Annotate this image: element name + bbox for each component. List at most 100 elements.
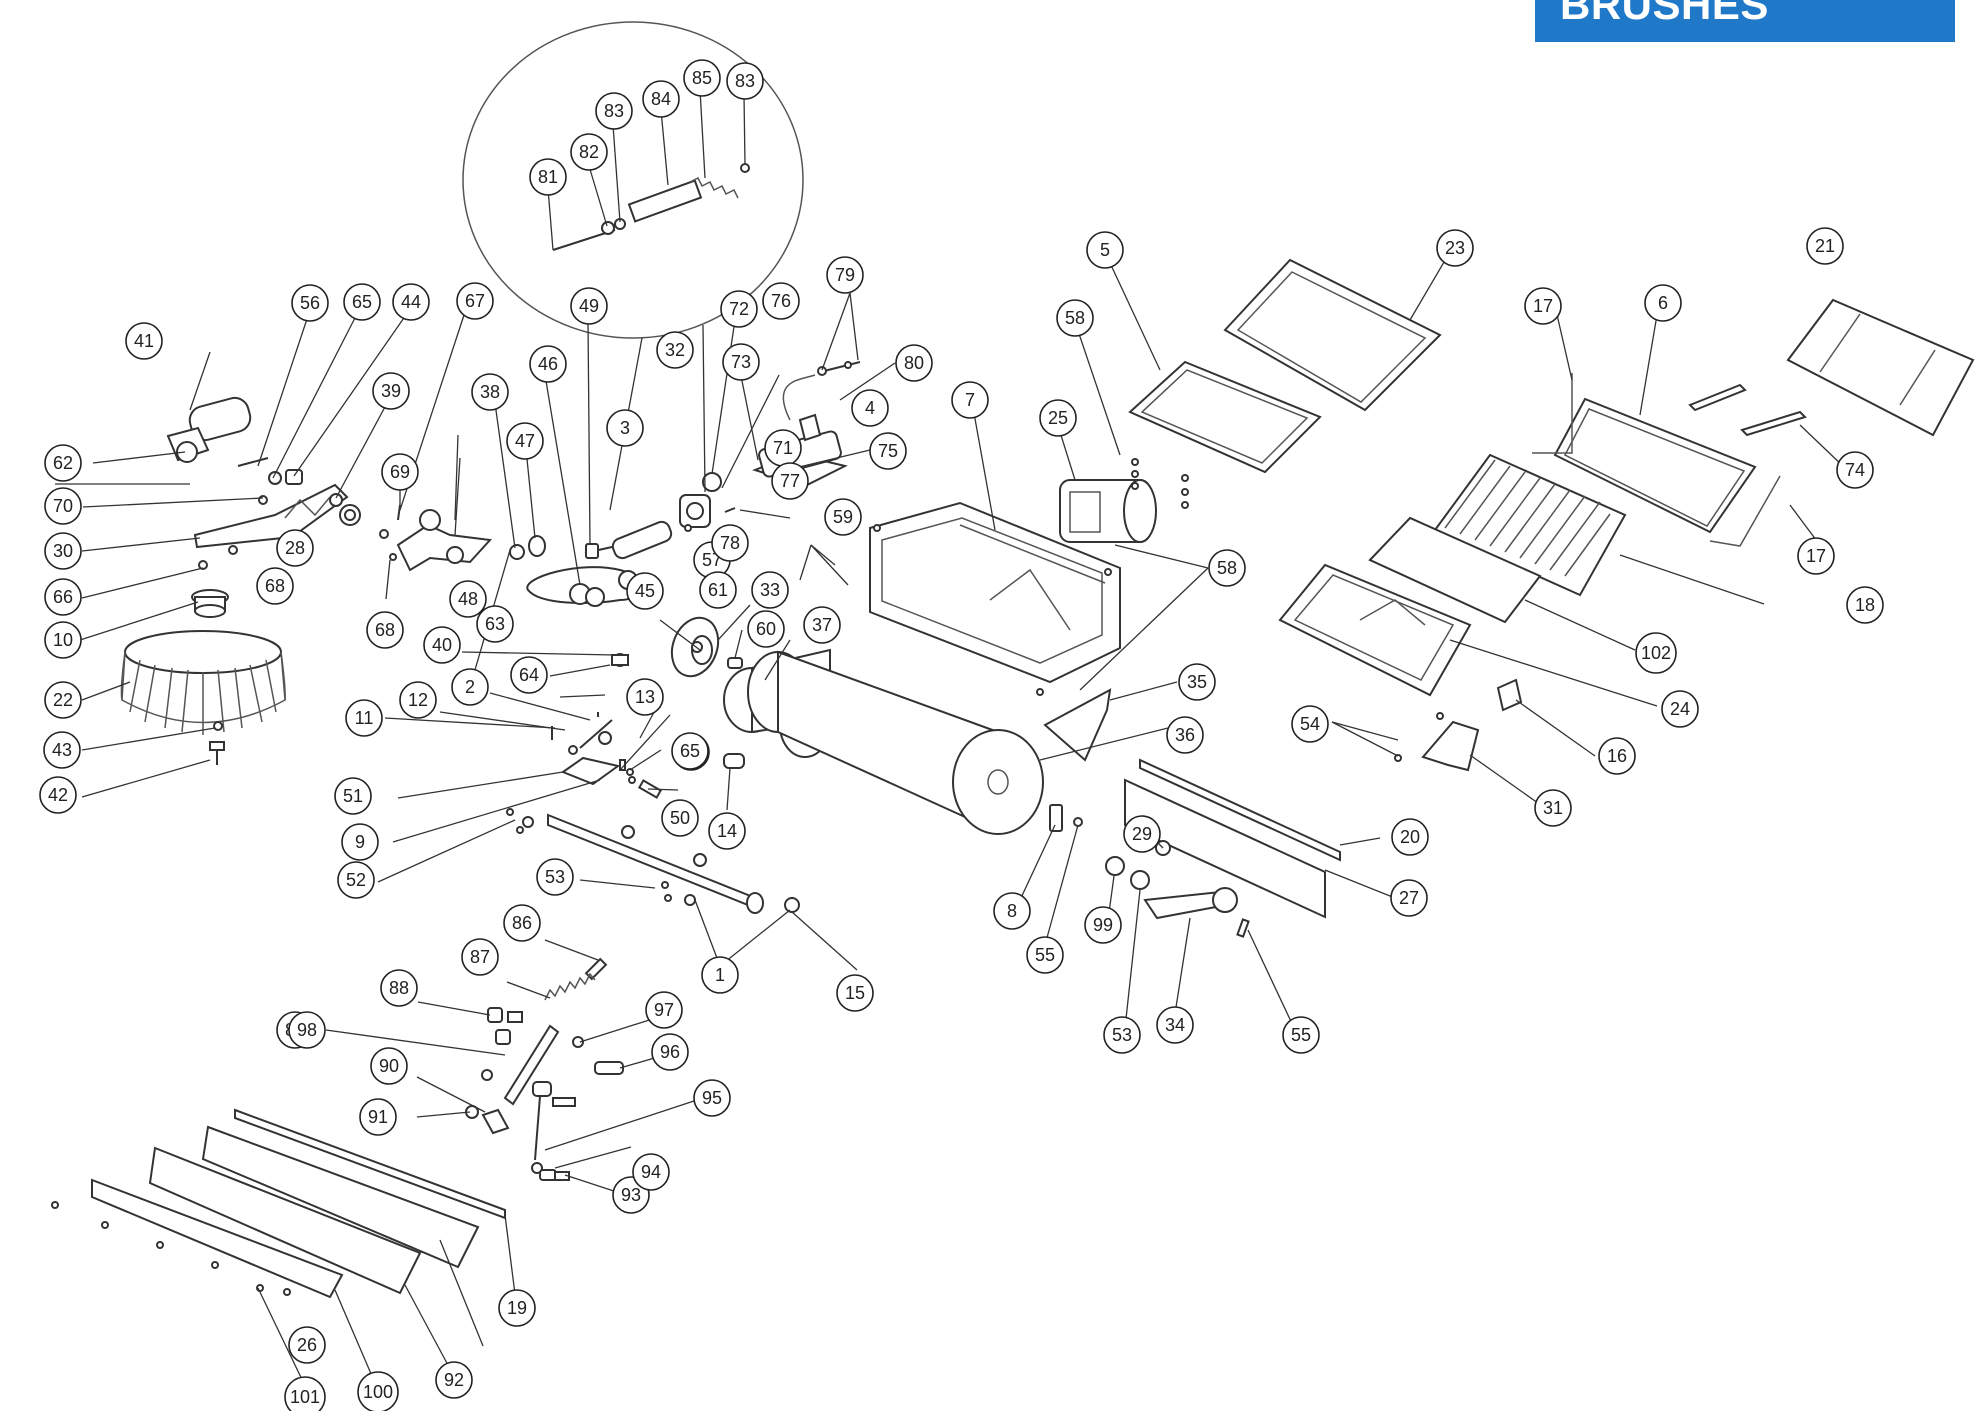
mounting-bracket-small [1496,678,1523,712]
callout-label: 60 [756,619,776,639]
callout-label: 55 [1035,945,1055,965]
callout-label: 73 [731,352,751,372]
callout-circle [341,823,379,861]
callout-circle [645,991,683,1029]
callout-circle [771,462,809,500]
callout-label: 39 [381,381,401,401]
tension-spring [544,972,596,1001]
callout-label: 13 [635,687,655,707]
callout-circle [701,956,739,994]
callout-label: 84 [651,89,671,109]
blade-strip-27 [201,1125,480,1269]
callout-label: 30 [53,541,73,561]
callout-circle [381,453,419,491]
filter-tray [1278,563,1472,697]
callout-label: 65 [680,741,700,761]
callout-46: 46 [529,345,567,383]
main-brush-housing [869,501,1121,684]
callout-label: 72 [729,299,749,319]
callout-83: 83 [726,62,764,100]
callout-label: 76 [771,291,791,311]
brush-lift-shaft [547,813,764,914]
callout-28: 28 [276,529,314,567]
callout-circle [1797,537,1835,575]
callout-circle [726,62,764,100]
callout-17: 17 [1797,537,1835,575]
callout-77: 77 [771,462,809,500]
callout-label: 22 [53,690,73,710]
callout-circle [951,381,989,419]
callout-circle [1282,1016,1320,1054]
filter-cover-panel [1786,298,1975,437]
callout-25: 25 [1039,399,1077,437]
callout-94: 94 [632,1153,670,1191]
callout-39: 39 [372,372,410,410]
callout-circle [606,409,644,447]
callout-label: 58 [1065,308,1085,328]
callout-circle [337,861,375,899]
callout-label: 49 [579,296,599,316]
callout-label: 67 [465,291,485,311]
callout-17: 17 [1524,287,1562,325]
callout-circle [747,610,785,648]
callout-circle [632,1153,670,1191]
callout-38: 38 [471,373,509,411]
callout-circle [451,668,489,706]
callout-circle [1390,879,1428,917]
callout-99: 99 [1084,906,1122,944]
callout-circle [291,284,329,322]
callout-circle [651,1033,689,1071]
callout-circle [1084,906,1122,944]
callout-6: 6 [1644,284,1682,322]
callout-49: 49 [570,287,608,325]
callout-31: 31 [1534,789,1572,827]
callout-12: 12 [399,681,437,719]
callout-2: 2 [451,668,489,706]
callout-label: 66 [53,587,73,607]
callout-98: 98 [288,1011,326,1049]
callout-label: 8 [1007,901,1017,921]
blade-strip-91 [148,1146,422,1295]
callout-47: 47 [506,422,544,460]
callout-40: 40 [423,626,461,664]
callout-circle [506,422,544,460]
callout-44: 44 [392,283,430,321]
callout-circle [1661,690,1699,728]
hinge-bracket-left [1532,373,1573,454]
callout-51: 51 [334,777,372,815]
callout-35: 35 [1178,663,1216,701]
brush-pivot-bracket [396,509,493,572]
callout-label: 85 [692,68,712,88]
callout-circle [720,290,758,328]
callout-label: 58 [1217,558,1237,578]
callout-circle [1039,399,1077,437]
callout-circle [1524,287,1562,325]
callout-circle [1534,789,1572,827]
leader-lines [55,89,1846,1391]
callout-27: 27 [1390,879,1428,917]
callout-circle [1846,586,1884,624]
lift-linkage [560,756,621,786]
callout-label: 81 [538,167,558,187]
callout-circle [1291,705,1329,743]
callout-label: 82 [579,142,599,162]
callout-9: 9 [341,823,379,861]
callout-55: 55 [1026,936,1064,974]
callout-circle [510,656,548,694]
main-brush-roller [747,650,1044,835]
callout-label: 21 [1815,236,1835,256]
callout-circle [498,1289,536,1327]
callout-circle [1806,227,1844,265]
callout-45: 45 [626,572,664,610]
callout-circle [570,287,608,325]
callout-21: 21 [1806,227,1844,265]
drive-belt-pulleys [526,566,642,607]
callout-62: 62 [44,444,82,482]
filter-cover-frame [1223,258,1442,412]
callout-circle [699,571,737,609]
callout-label: 70 [53,496,73,516]
callout-label: 1 [715,965,725,985]
callout-label: 16 [1607,746,1627,766]
callout-23: 23 [1436,229,1474,267]
